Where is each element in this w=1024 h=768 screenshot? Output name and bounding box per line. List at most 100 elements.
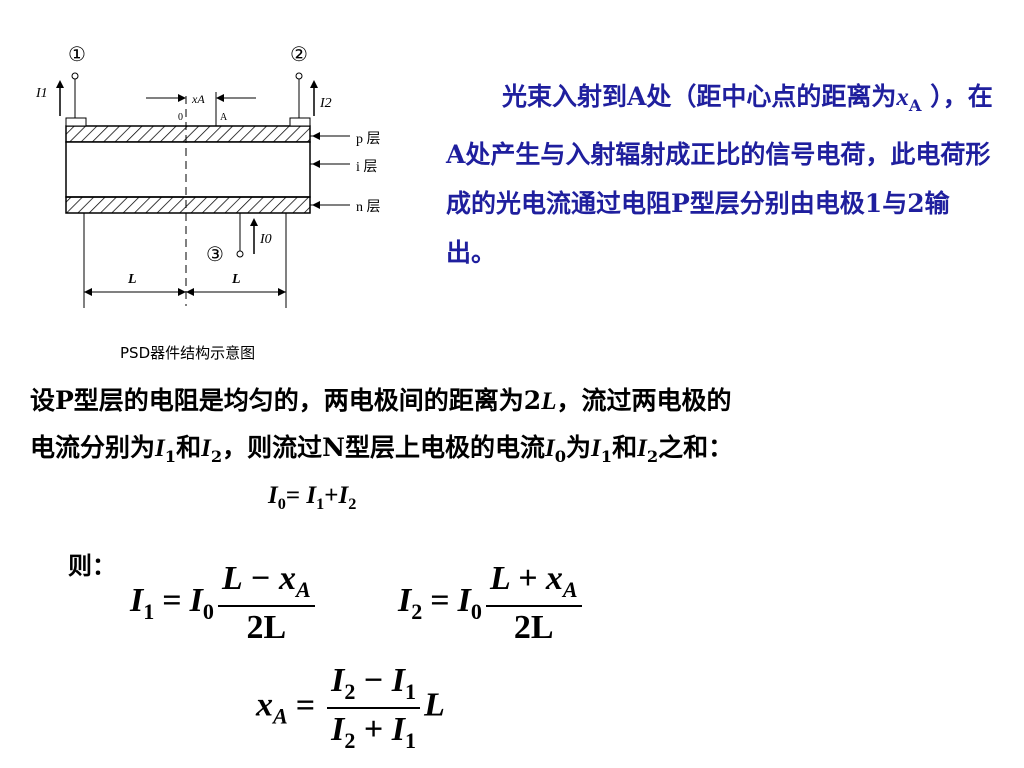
- a-point-label: A: [220, 112, 228, 123]
- eq1-num-sub: A: [296, 576, 311, 602]
- eq0-plus: +: [324, 482, 339, 509]
- length-label-left: L: [128, 272, 137, 287]
- para2-text-3: 之和：: [658, 433, 734, 462]
- eq0-i2-sub: 2: [348, 495, 357, 513]
- eq1-equals: =: [162, 582, 182, 620]
- eq1-coef-sub: 0: [202, 598, 214, 624]
- electrode-1-label: ①: [68, 44, 86, 66]
- para1-text-1: 设P型层的电阻是均匀的，两电极间的距离为2: [30, 386, 542, 415]
- i-layer: [65, 141, 311, 198]
- equation-sum: I0= I1+I2: [268, 482, 356, 514]
- electrode-2-label: ②: [290, 44, 308, 66]
- para2-i0-sub: 0: [554, 447, 567, 466]
- para2-i2: I: [201, 435, 211, 462]
- eq3-tail: L: [424, 686, 445, 724]
- eq3-den-op: +: [355, 710, 392, 748]
- intro-paragraph: 光束入射到A处（距中心点的距离为xA ），在A处产生与入射辐射成正比的信号电荷，…: [446, 72, 994, 277]
- eq3-lhs-sub: A: [273, 703, 288, 729]
- intro-text-2: ），在A处产生与入射辐射成正比的信号电荷，此电荷形成的光电流通过电阻P型层分别由…: [446, 82, 993, 267]
- eq3-num-b: I: [391, 662, 406, 699]
- intro-xa: x: [896, 84, 909, 111]
- eq1-num-text: L − x: [221, 560, 297, 597]
- eq3-num-a: I: [331, 662, 345, 699]
- xa-label: xA: [192, 92, 205, 106]
- p-pointer-head: [312, 132, 320, 140]
- dim-head-4: [278, 288, 286, 296]
- eq3-num-op: −: [355, 662, 392, 699]
- eq3-den-a-sub: 2: [344, 727, 356, 753]
- electrode-1-pad: [65, 117, 87, 127]
- eq1-denominator: 2L: [246, 608, 287, 646]
- electrode-1-terminal: [71, 72, 79, 80]
- eq3-num-b-sub: 1: [405, 678, 417, 704]
- para2-i2-sub: 2: [210, 447, 223, 466]
- n-pointer-head: [312, 201, 320, 209]
- intro-xa-sub: A: [908, 96, 922, 115]
- eq2-coef-sub: 0: [470, 598, 482, 624]
- para2-i2b: I: [637, 435, 647, 462]
- body-paragraph-2: 电流分别为I1和I2，则流过N型层上电极的电流I0为I1和I2之和：: [30, 428, 733, 466]
- electrode-3-label: ③: [206, 244, 224, 266]
- i1-arrowhead: [56, 80, 64, 88]
- eq1-lhs: I: [130, 582, 144, 620]
- eq3-num-a-sub: 2: [344, 678, 356, 704]
- xa-arrowhead-right: [216, 94, 224, 102]
- xa-arrowhead-left: [178, 94, 186, 102]
- i0-label: I0: [260, 232, 272, 247]
- p-layer: [65, 125, 311, 143]
- dim-head-1: [84, 288, 92, 296]
- eq2-lhs-sub: 2: [411, 598, 423, 624]
- eq3-lhs: x: [256, 686, 273, 724]
- para2-i0: I: [544, 435, 555, 462]
- para2-and-1: 和: [176, 433, 202, 462]
- eq3-denominator: I2 + I1: [331, 709, 416, 754]
- n-layer-label: n 层: [356, 200, 381, 215]
- electrode-3-terminal: [236, 250, 244, 258]
- eq0-i2: I: [338, 482, 349, 509]
- eq2-num-text: L + x: [489, 560, 563, 597]
- diagram-caption: PSD器件结构示意图: [120, 344, 256, 362]
- i-pointer-head: [312, 160, 320, 168]
- para2-i2b-sub: 2: [646, 447, 659, 466]
- para2-text-2: ，则流过N型层上电极的电流: [222, 433, 545, 462]
- i-layer-label: i 层: [356, 160, 378, 175]
- para2-i1-sub: 1: [164, 447, 177, 466]
- eq3-den-b: I: [391, 710, 406, 748]
- eq2-denominator: 2L: [513, 608, 554, 646]
- eq1-coef: I: [189, 582, 203, 620]
- i2-arrowhead: [310, 80, 318, 88]
- eq2-coef: I: [457, 582, 471, 620]
- eq3-numerator: I2 − I1: [327, 662, 421, 709]
- eq3-den-a: I: [331, 710, 345, 748]
- p-layer-label: p 层: [356, 132, 381, 147]
- electrode-2-terminal: [295, 72, 303, 80]
- para2-and-2: 和: [612, 433, 638, 462]
- eq3-equals: =: [295, 686, 316, 724]
- dim-head-2: [178, 288, 186, 296]
- eq2-equals: =: [430, 582, 450, 620]
- eq2-num-sub: A: [562, 576, 578, 602]
- i2-label: I2: [320, 96, 332, 111]
- eq0-i1: I: [306, 482, 317, 509]
- para2-is: 为: [566, 433, 592, 462]
- eq3-den-b-sub: 1: [405, 727, 417, 753]
- eq0-i1-sub: 1: [316, 495, 325, 513]
- intro-text-1: 光束入射到A处（距中心点的距离为: [502, 82, 897, 111]
- n-layer: [65, 196, 311, 214]
- para1-text-2: ，流过两电极的: [556, 386, 732, 415]
- then-label: 则：: [68, 551, 116, 580]
- zero-label: 0: [178, 112, 183, 123]
- eq0-i0-sub: 0: [277, 495, 286, 513]
- eq2-lhs: I: [398, 582, 412, 620]
- eq2-numerator: L + xA: [485, 560, 582, 607]
- eq0-equals: =: [285, 482, 307, 509]
- length-label-right: L: [232, 272, 241, 287]
- i1-label: I1: [36, 86, 48, 101]
- body-paragraph-1: 设P型层的电阻是均匀的，两电极间的距离为2L，流过两电极的: [30, 381, 732, 417]
- psd-diagram-svg: [56, 72, 350, 308]
